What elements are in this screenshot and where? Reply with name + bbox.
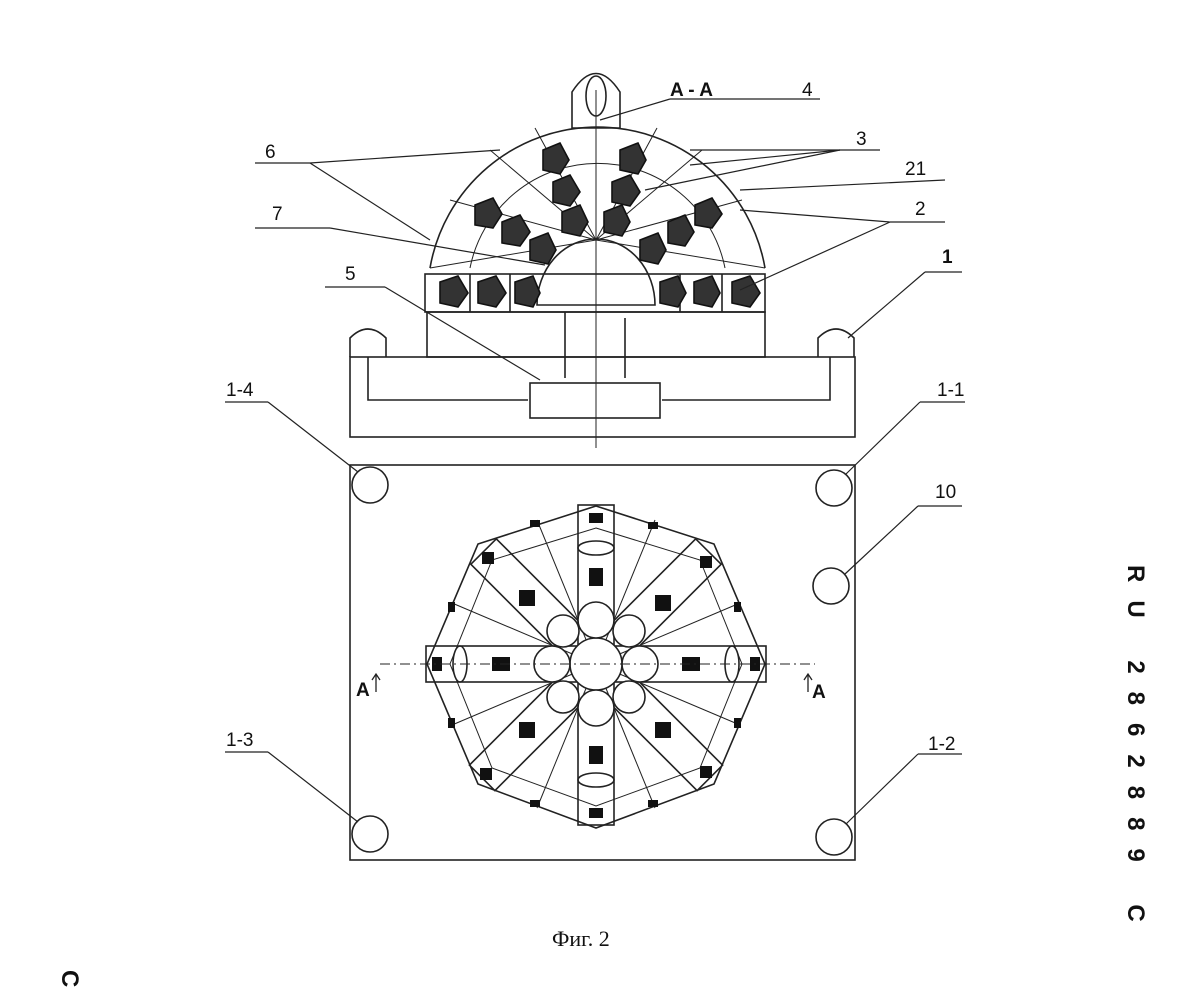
patent-code-left: C 1: [56, 970, 83, 1007]
callout-1-3: 1-3: [226, 730, 253, 751]
section-label: A - A: [670, 80, 713, 101]
mount-1-2: [815, 818, 853, 856]
base-housing: [349, 356, 856, 438]
callout-3: 3: [856, 129, 867, 150]
top-emitter: [571, 72, 621, 129]
callout-6: 6: [265, 142, 276, 163]
base-mount-left: [349, 328, 387, 357]
mount-1-1: [815, 469, 853, 507]
callout-1-2: 1-2: [928, 734, 955, 755]
mount-1-3: [351, 815, 389, 853]
callout-5: 5: [345, 264, 356, 285]
outer-arc: [429, 126, 766, 269]
callout-21: 21: [905, 159, 926, 180]
figure-caption: Фиг. 2: [552, 926, 610, 951]
patent-number-right: RU 2862889 C: [1122, 565, 1149, 940]
callout-1-4: 1-4: [226, 380, 254, 401]
leader-lines: [225, 98, 965, 825]
callout-1: 1: [942, 247, 953, 268]
section-mark-left: A: [356, 680, 370, 701]
octagon-frame: [426, 505, 766, 829]
callout-10: 10: [935, 482, 956, 503]
plan-view: [349, 464, 856, 861]
magnet-ring-bar: [424, 273, 766, 313]
mount-1-4: [351, 466, 389, 504]
callout-2: 2: [915, 199, 926, 220]
control-block: [529, 382, 661, 419]
section-mark-right: A: [812, 682, 826, 703]
callout-1-1: 1-1: [937, 380, 964, 401]
plan-plate: [349, 464, 856, 861]
callout-7: 7: [272, 204, 283, 225]
section-view-a-a: [349, 72, 856, 448]
callout-4: 4: [802, 80, 813, 101]
plan-magnets: [432, 513, 760, 818]
base-mount-right: [817, 328, 855, 357]
magnet-elements: [439, 141, 761, 308]
mount-10: [812, 567, 850, 605]
